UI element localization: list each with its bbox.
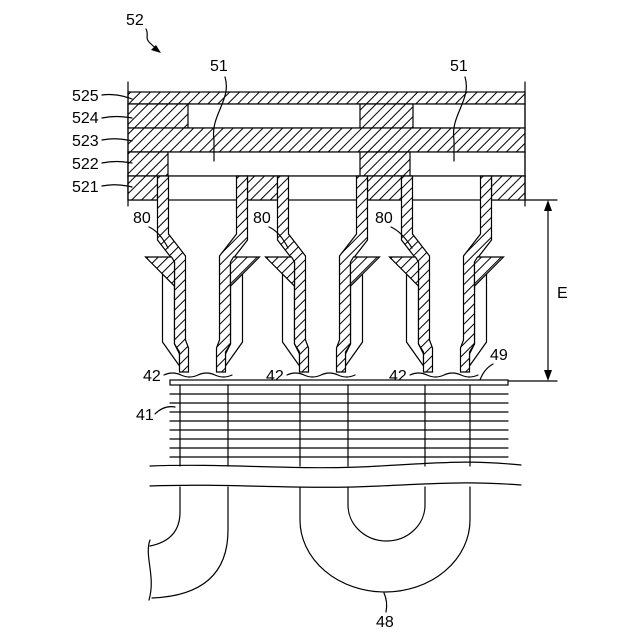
layer-524 [128,104,525,128]
lamination-stack [170,385,508,466]
layer-521-hatch [368,176,402,200]
left-break-line [148,540,151,600]
layer-522-hatch [360,152,410,176]
label-channel-right: 51 [450,58,468,75]
pin-pair-3 [390,176,504,372]
layer-labels: 525 524 523 522 521 [72,88,132,196]
dimension-arrow-up [544,200,552,211]
press-fit-pin-left [390,176,433,372]
u-bend-outer [300,487,470,592]
assembly-arrowhead [151,45,161,53]
pin-pair-1 [146,176,260,372]
layer-523 [128,128,525,152]
u-bend-inner [348,487,425,541]
label-plate: 49 [490,347,508,364]
plate [170,380,508,385]
layer-524-hatch [360,104,413,128]
wire-end-wave-1 [164,373,232,377]
left-bend-outer [152,487,228,598]
wire-end-wave-2 [287,373,355,377]
bottom-bends [148,487,470,600]
label-pin-3: 80 [375,210,393,227]
leader-layer-522 [102,162,132,164]
press-fit-pin-left [146,176,189,372]
label-wire-end-1: 42 [143,368,161,385]
lower-break-line [150,483,521,487]
press-fit-pin-right [217,176,260,372]
press-fit-pin-left [266,176,309,372]
label-layer-525: 525 [72,88,99,105]
layer-521-hatch [492,176,526,200]
label-pin-2: 80 [253,210,271,227]
label-pin-1: 80 [133,210,151,227]
left-bend-inner [150,487,180,546]
layer-521 [128,176,525,200]
layer-522-hatch [128,152,168,176]
wire-end-wave-3 [410,373,478,377]
leader-stack [155,407,175,414]
dimension-arrow-down [544,370,552,381]
label-layer-524: 524 [72,110,99,127]
press-fit-pin-right [461,176,504,372]
label-layer-521: 521 [72,179,99,196]
label-bottom: 48 [376,614,394,631]
layer-524-hatch [128,104,188,128]
label-stack: 41 [136,407,154,424]
upper-break-line [150,462,521,468]
leader-bottom [384,593,387,612]
label-assembly: 52 [126,12,144,29]
press-fit-pin-right [337,176,380,372]
pin-pair-2 [266,176,380,372]
label-dimension: E [557,285,568,302]
leader-layer-524 [102,117,132,119]
label-channel-left: 51 [210,58,228,75]
dimension-e: E [509,200,568,381]
layer-522-open [128,152,525,176]
label-layer-522: 522 [72,156,99,173]
layer-521-hatch [248,176,278,200]
layer-522 [128,152,525,176]
layer-521-open [128,176,525,200]
layered-block [128,82,525,206]
layer-521-hatch [128,176,158,200]
label-layer-523: 523 [72,133,99,150]
leader-plate [480,364,493,380]
